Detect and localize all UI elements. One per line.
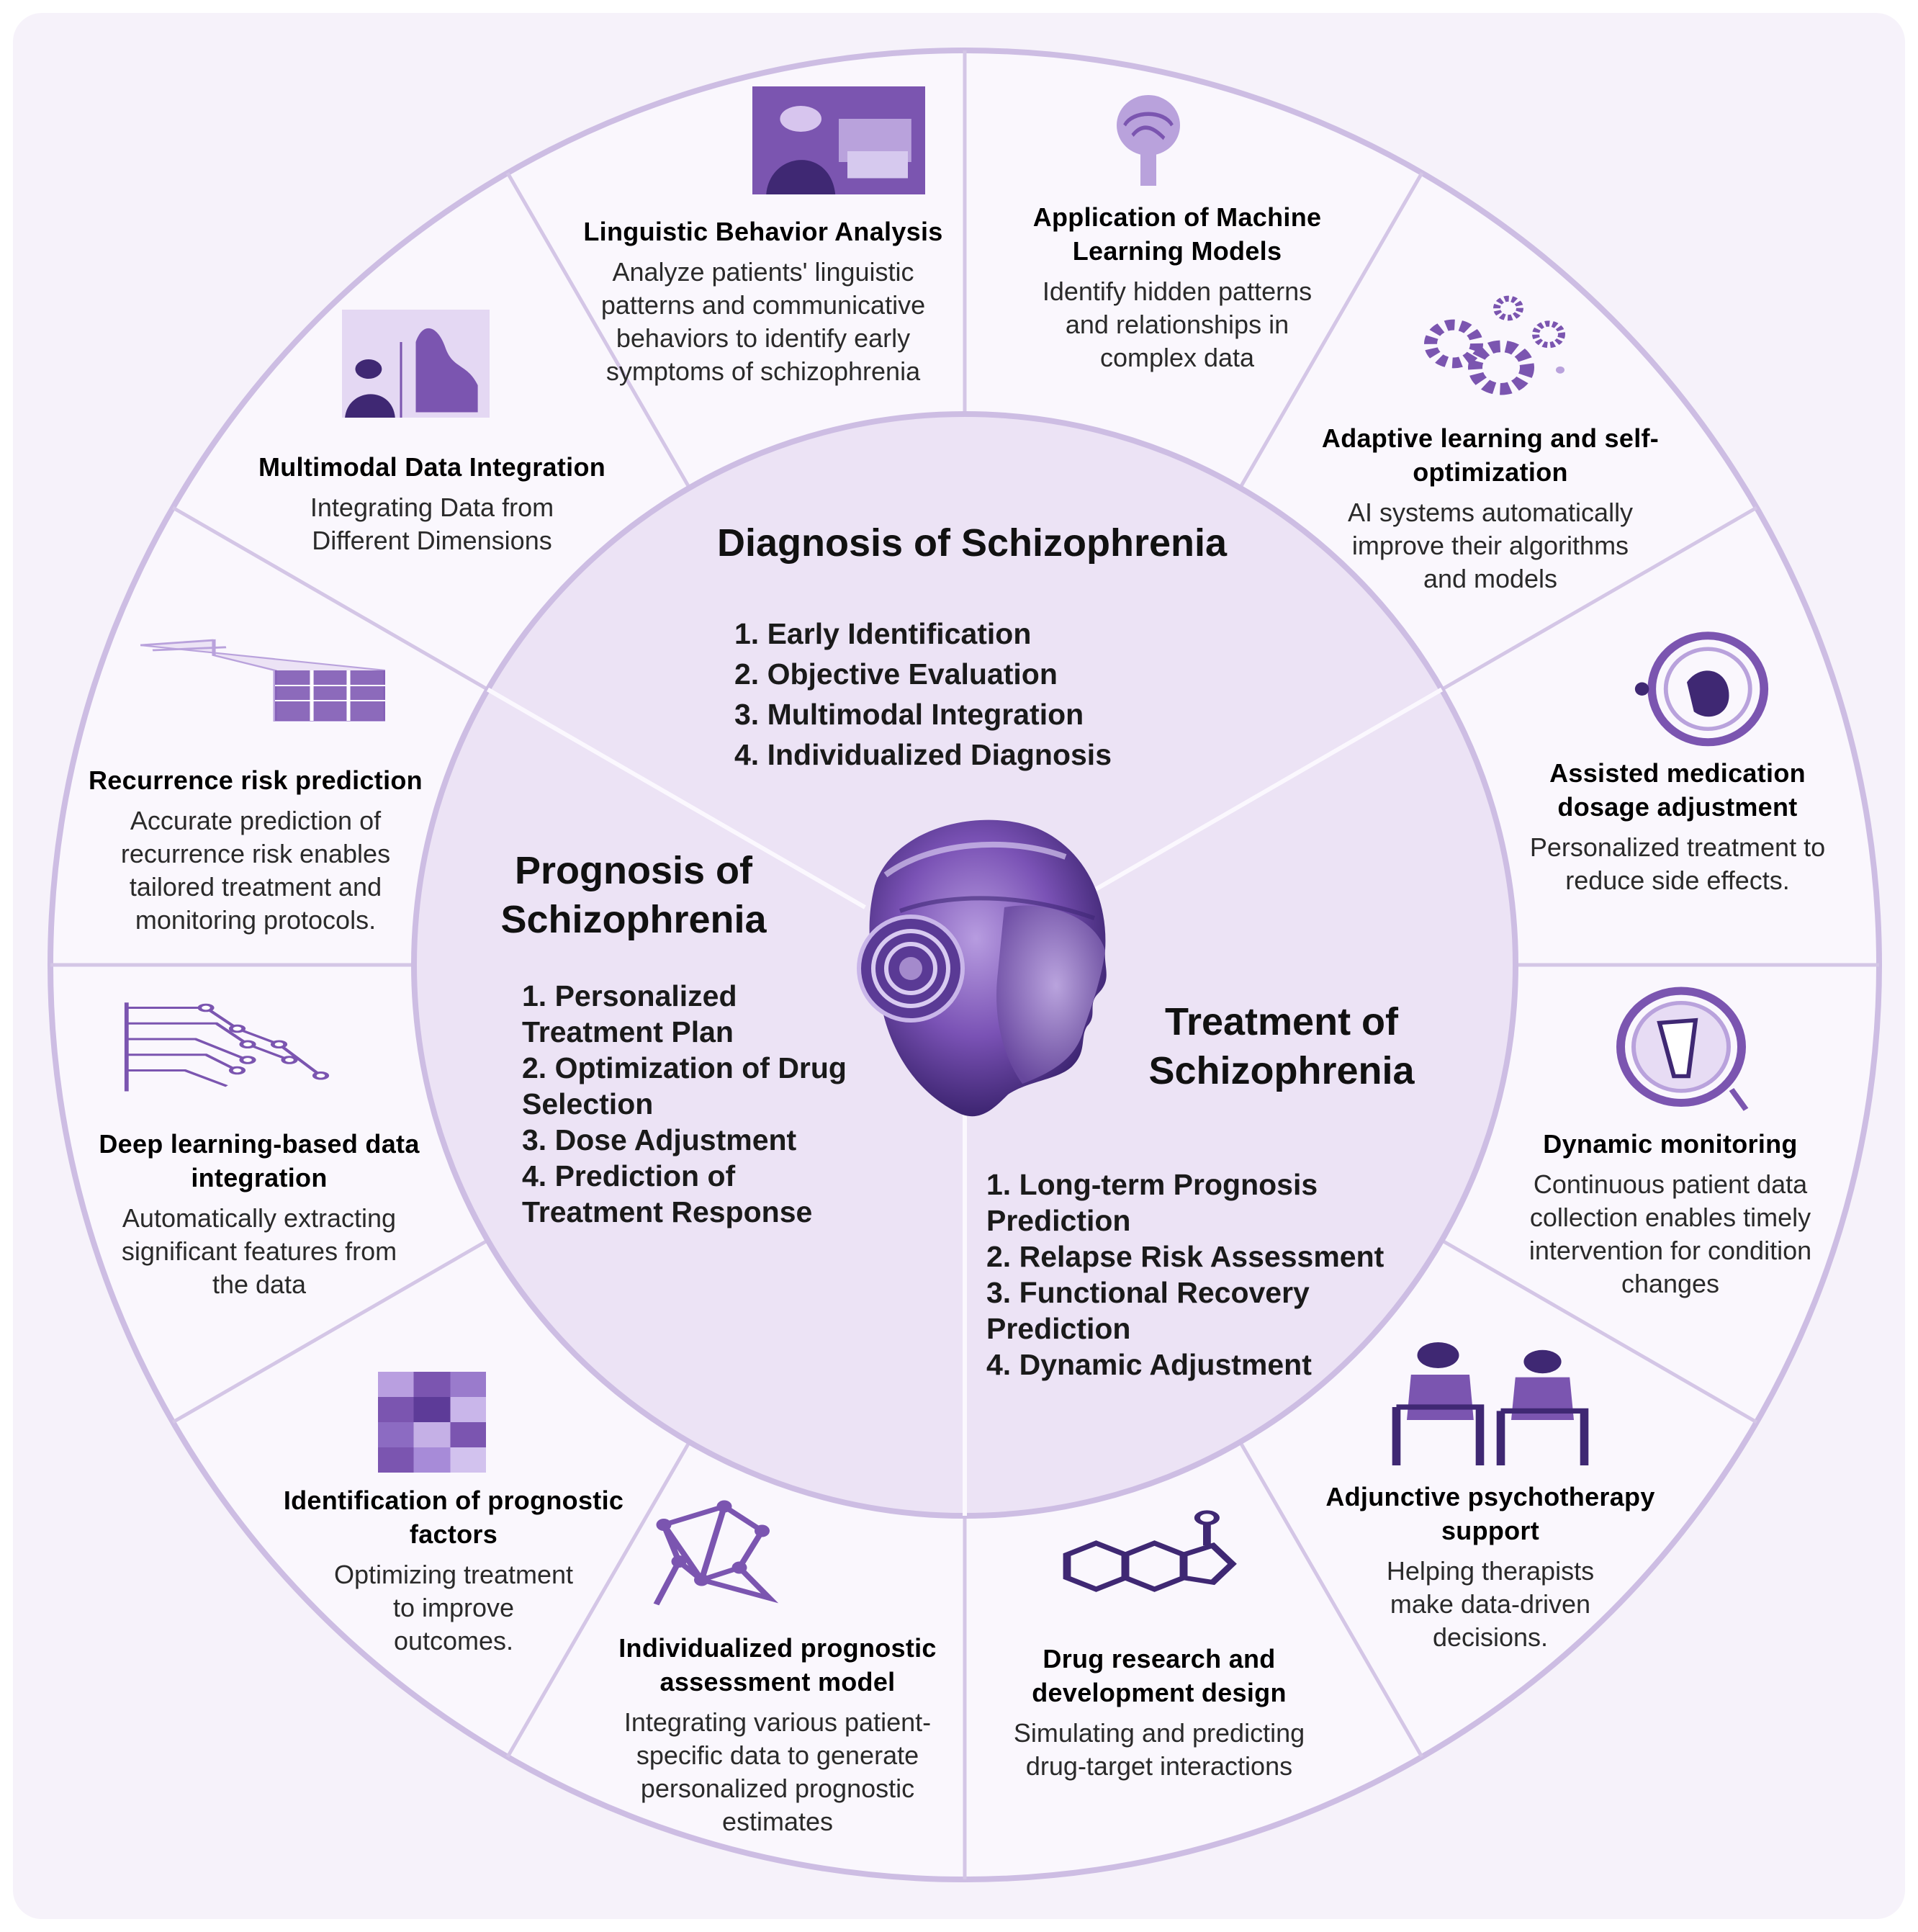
segment-description: Personalized treatment to reduce side ef… bbox=[1529, 832, 1826, 895]
molecule-icon bbox=[1063, 1510, 1237, 1592]
segment-description: Integrating Data from Different Dimensio… bbox=[310, 493, 554, 555]
segment-title: Drug research and development design bbox=[1032, 1644, 1287, 1707]
segment-description: Integrating various patient- specific da… bbox=[623, 1707, 932, 1836]
gears-icon bbox=[1424, 295, 1565, 395]
segment-dividers bbox=[50, 50, 1879, 1879]
segment-divider-10 bbox=[171, 506, 489, 691]
segment-divider-7 bbox=[505, 1441, 691, 1758]
inner-divider-upper-right bbox=[1063, 687, 1444, 909]
segment-title: Application of Machine Learning Models bbox=[1032, 202, 1322, 266]
segment-description: Automatically extracting significant fea… bbox=[121, 1203, 397, 1299]
diagnosis-title: Diagnosis of Schizophrenia bbox=[716, 521, 1228, 565]
prognosis-list-item: 4. Prediction of Treatment Response bbox=[522, 1159, 813, 1228]
diagnosis-list-item: 2. Objective Evaluation bbox=[734, 657, 1058, 691]
segment-title: Multimodal Data Integration bbox=[258, 452, 606, 482]
inner-divider-upper-left bbox=[486, 687, 866, 909]
person-at-computer-icon bbox=[752, 86, 925, 194]
segment-description: Helping therapists make data-driven deci… bbox=[1386, 1556, 1595, 1652]
heatmap-grid-icon bbox=[378, 1372, 486, 1473]
diagnosis-list-item: 3. Multimodal Integration bbox=[734, 698, 1084, 731]
data-table-icon bbox=[140, 639, 385, 722]
segment-divider-4 bbox=[1441, 1239, 1758, 1424]
segment-divider-1 bbox=[1238, 171, 1424, 489]
segment-description: Accurate prediction of recurrence risk e… bbox=[120, 806, 391, 935]
diagnosis-list-item: 4. Individualized Diagnosis bbox=[734, 738, 1112, 771]
brain-icon bbox=[1117, 95, 1180, 186]
person-with-waveform-icon bbox=[342, 310, 490, 418]
segment-description: Simulating and predicting drug-target in… bbox=[1013, 1718, 1305, 1781]
segment-title: Deep learning-based data integration bbox=[99, 1129, 420, 1192]
network-graph-icon bbox=[653, 1500, 779, 1606]
segment-description: Optimizing treatment to improve outcomes… bbox=[333, 1560, 574, 1655]
inner-dividers bbox=[486, 687, 1444, 1516]
segment-description: Continuous patient data collection enabl… bbox=[1528, 1169, 1812, 1298]
segment-description: AI systems automatically improve their a… bbox=[1347, 498, 1634, 593]
neural-tree-icon bbox=[124, 1002, 330, 1092]
therapy-session-icon bbox=[1392, 1342, 1589, 1465]
segment-description: Identify hidden patterns and relationshi… bbox=[1042, 277, 1313, 372]
prognosis-list-item: 2. Optimization of Drug Selection bbox=[522, 1051, 847, 1120]
segment-divider-8 bbox=[171, 1239, 489, 1424]
treatment-title: Treatment of Schizophrenia bbox=[1148, 1000, 1415, 1092]
segment-title: Identification of prognostic factors bbox=[283, 1486, 624, 1549]
monitor-circle-icon bbox=[1616, 987, 1749, 1111]
ai-robot-head-with-headphones bbox=[857, 819, 1107, 1117]
segment-description: Analyze patients' linguistic patterns an… bbox=[600, 257, 926, 386]
treatment-list-item: 2. Relapse Risk Assessment bbox=[986, 1240, 1385, 1273]
prognosis-title: Prognosis of Schizophrenia bbox=[500, 849, 767, 941]
treatment-list-item: 1. Long-term Prognosis Prediction bbox=[986, 1168, 1318, 1237]
segment-title: Adjunctive psychotherapy support bbox=[1325, 1482, 1655, 1545]
segment-divider-5 bbox=[1238, 1441, 1424, 1758]
treatment-list-item: 3. Functional Recovery Prediction bbox=[986, 1276, 1310, 1345]
segment-title: Dynamic monitoring bbox=[1543, 1129, 1798, 1159]
segment-title: Individualized prognostic assessment mod… bbox=[618, 1633, 937, 1697]
diagnosis-list: 1. Early Identification 2. Objective Eval… bbox=[734, 614, 1195, 775]
prognosis-list-item: 3. Dose Adjustment bbox=[522, 1123, 797, 1156]
diagnosis-list-item: 1. Early Identification bbox=[734, 617, 1032, 650]
segment-divider-2 bbox=[1441, 506, 1758, 691]
prognosis-list-item: 1. Personalized Treatment Plan bbox=[522, 979, 737, 1048]
segment-adaptive: Adaptive learning and self- optimization… bbox=[1289, 421, 1692, 596]
segment-prognostic-model: Individualized prognostic assessment mod… bbox=[576, 1631, 979, 1838]
segment-divider-11 bbox=[505, 171, 691, 489]
pill-circle-icon bbox=[1634, 632, 1769, 747]
segment-title: Assisted medication dosage adjustment bbox=[1549, 758, 1806, 822]
segment-title: Recurrence risk prediction bbox=[89, 765, 423, 795]
segment-title: Adaptive learning and self- optimization bbox=[1321, 423, 1660, 487]
segment-title: Linguistic Behavior Analysis bbox=[583, 217, 943, 246]
treatment-list-item: 4. Dynamic Adjustment bbox=[986, 1348, 1312, 1381]
